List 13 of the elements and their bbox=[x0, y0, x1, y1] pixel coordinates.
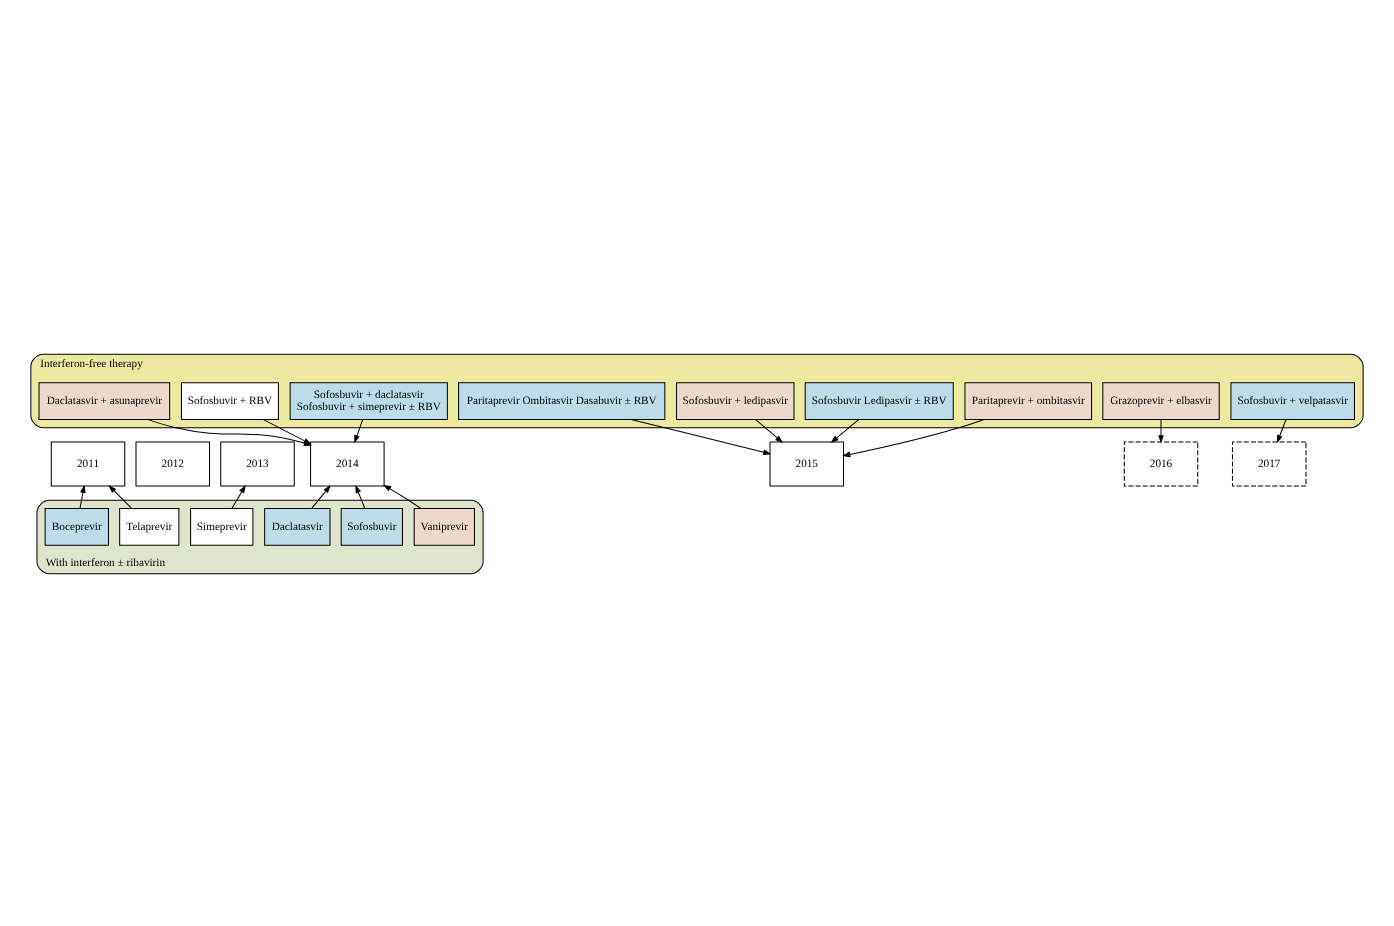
arrow bbox=[354, 418, 364, 443]
arrow bbox=[1276, 418, 1287, 443]
arrow bbox=[1158, 418, 1164, 443]
arrow bbox=[79, 483, 86, 508]
arrow bbox=[830, 418, 859, 442]
arrow bbox=[355, 483, 366, 508]
arrow bbox=[311, 484, 331, 508]
arrow bbox=[108, 484, 132, 508]
arrow bbox=[842, 418, 984, 457]
arrow bbox=[231, 483, 246, 508]
arrow bbox=[755, 418, 784, 442]
arrow bbox=[382, 483, 421, 508]
arrow bbox=[631, 418, 772, 454]
